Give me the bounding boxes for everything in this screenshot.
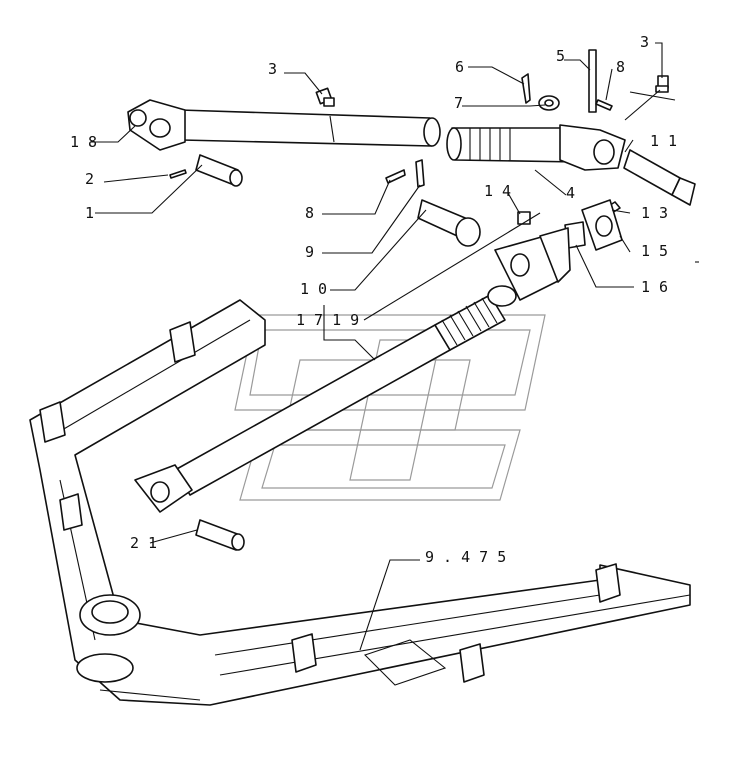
label-3-left: 3: [268, 60, 277, 78]
pin-10: [417, 199, 481, 247]
label-21: 2 1: [130, 534, 157, 552]
upper-cylinder: [127, 99, 441, 151]
label-18: 1 8: [70, 133, 97, 151]
label-8-mid: 8: [305, 204, 314, 222]
pin-5: [588, 49, 597, 113]
label-1: 1: [85, 204, 94, 222]
pin-1: [195, 154, 243, 187]
part-labels: 3 3 5 6 8 7 1 8 2 1 1 1 4 1 3 1 4 8 9 1 …: [70, 33, 677, 566]
label-15: 1 5: [641, 242, 668, 260]
split-pin-8-right: [595, 99, 613, 111]
split-pin-6: [521, 73, 531, 104]
label-7: 7: [454, 94, 463, 112]
label-3-right: 3: [640, 33, 649, 51]
label-2: 2: [85, 170, 94, 188]
label-5: 5: [556, 47, 565, 65]
leader-lines: [90, 42, 699, 651]
label-13: 1 3: [641, 204, 668, 222]
nut-7: [538, 95, 560, 111]
bolt-11: [623, 149, 696, 206]
label-16: 1 6: [641, 278, 668, 296]
label-9: 9: [305, 243, 314, 261]
threaded-tube: [446, 124, 626, 171]
split-pin-9: [415, 159, 425, 188]
label-4: 4: [566, 184, 575, 202]
lower-cylinder: [134, 227, 571, 513]
label-14: 1 4: [484, 182, 511, 200]
logo-watermark: [234, 314, 546, 501]
label-10: 1 0: [300, 280, 327, 298]
pin-21: [195, 519, 245, 551]
grease-nipple-3-right: [655, 75, 669, 93]
label-reference: 9 . 4 7 5: [425, 548, 506, 566]
split-pin-2: [169, 169, 187, 179]
clamp-15: [581, 199, 623, 251]
label-11: 1 1: [650, 132, 677, 150]
split-pin-8-mid: [385, 169, 406, 184]
label-17-19: 1 7 1 9: [296, 311, 359, 329]
label-6: 6: [455, 58, 464, 76]
a-frame: [29, 299, 691, 706]
label-8-top: 8: [616, 58, 625, 76]
